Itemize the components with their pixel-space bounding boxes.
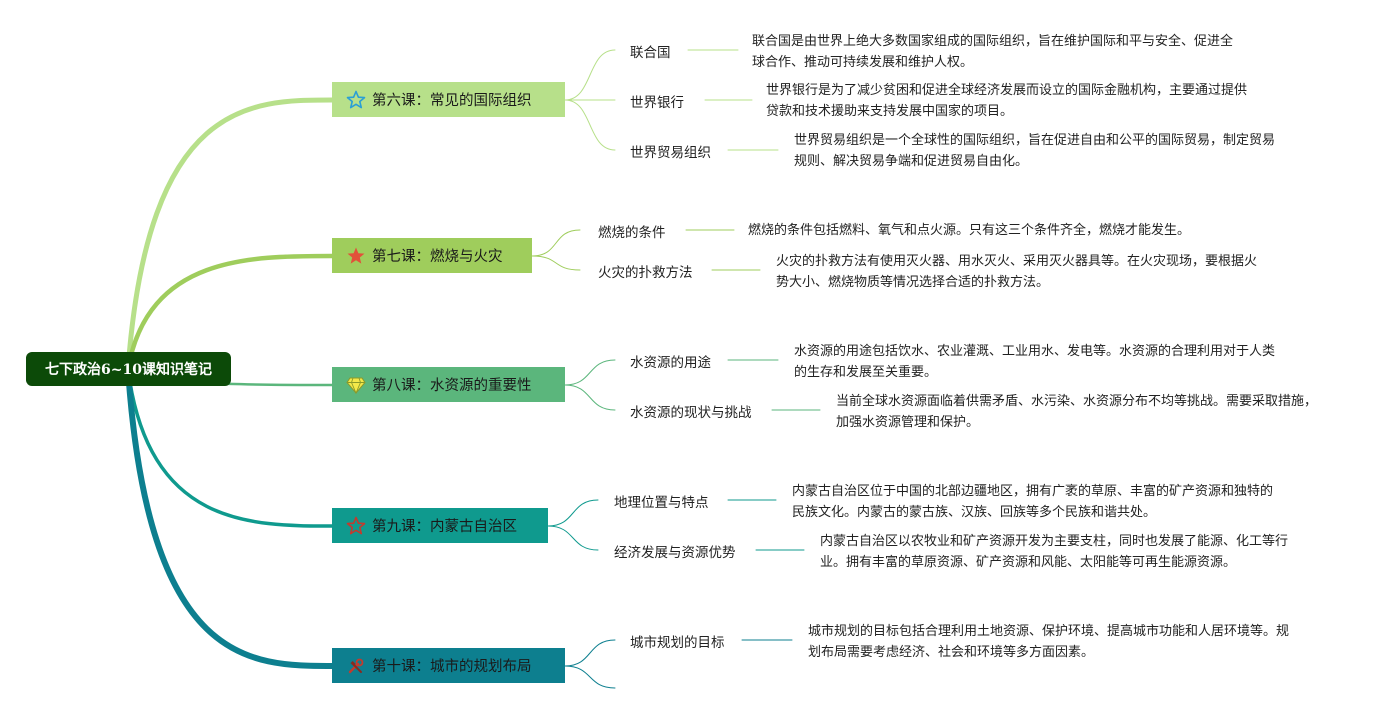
lesson-node-7[interactable]: 第七课：燃烧与火灾 — [332, 238, 532, 273]
topic-label[interactable]: 火灾的扑救方法 — [598, 265, 693, 281]
topic-description: 世界贸易组织是一个全球性的国际组织，旨在促进自由和公平的国际贸易，制定贸易规则、… — [794, 133, 1276, 169]
lesson-to-topic-connector — [564, 49, 616, 101]
lesson-label: 第八课：水资源的重要性 — [372, 378, 532, 394]
star-filled-icon — [346, 246, 366, 266]
topic-description: 世界银行是为了减少贫困和促进全球经济发展而设立的国际金融机构，主要通过提供贷款和… — [766, 83, 1248, 119]
topic-description: 城市规划的目标包括合理利用土地资源、保护环境、提高城市功能和人居环境等。规划布局… — [808, 624, 1290, 660]
star-outline-icon — [346, 90, 366, 110]
topic-label[interactable]: 燃烧的条件 — [598, 225, 666, 241]
topic-description: 水资源的用途包括饮水、农业灌溉、工业用水、发电等。水资源的合理利用对于人类的生存… — [794, 344, 1276, 380]
lesson-node-6[interactable]: 第六课：常见的国际组织 — [332, 82, 565, 117]
topic-label[interactable]: 城市规划的目标 — [630, 635, 725, 651]
topic-label[interactable]: 水资源的现状与挑战 — [630, 405, 752, 421]
lesson-to-topic-connector — [531, 255, 581, 271]
lesson-label: 第十课：城市的规划布局 — [372, 659, 532, 675]
topic-description: 当前全球水资源面临着供需矛盾、水污染、水资源分布不均等挑战。需要采取措施，加强水… — [836, 394, 1318, 430]
lesson-node-10[interactable]: 第十课：城市的规划布局 — [332, 648, 565, 683]
root-to-lesson-connector — [125, 253, 335, 372]
diamond-icon — [346, 375, 366, 395]
lesson-node-9[interactable]: 第九课：内蒙古自治区 — [332, 508, 548, 543]
topic-label[interactable]: 世界贸易组织 — [630, 145, 711, 161]
topic-description: 火灾的扑救方法有使用灭火器、用水灭火、采用灭火器具等。在火灾现场，要根据火势大小… — [776, 254, 1258, 290]
lesson-to-topic-connector — [564, 384, 616, 411]
lesson-node-8[interactable]: 第八课：水资源的重要性 — [332, 367, 565, 402]
topic-label[interactable]: 世界银行 — [630, 95, 684, 111]
lesson-label: 第九课：内蒙古自治区 — [372, 519, 517, 535]
lesson-to-topic-connector — [564, 665, 616, 689]
lesson-to-topic-connector — [564, 359, 616, 386]
topic-label[interactable]: 经济发展与资源优势 — [614, 545, 736, 561]
tools-icon — [346, 656, 366, 676]
lesson-to-topic-connector — [547, 499, 599, 527]
lesson-to-topic-connector — [564, 639, 616, 667]
root-to-lesson-connector — [125, 97, 335, 372]
topic-description: 内蒙古自治区位于中国的北部边疆地区，拥有广袤的草原、丰富的矿产资源和独特的民族文… — [792, 484, 1274, 520]
lesson-to-topic-connector — [547, 525, 599, 551]
topic-description: 内蒙古自治区以农牧业和矿产资源开发为主要支柱，同时也发展了能源、化工等行业。拥有… — [820, 534, 1289, 570]
topic-label[interactable]: 联合国 — [630, 45, 671, 61]
lesson-label: 第六课：常见的国际组织 — [372, 93, 532, 109]
root-to-lesson-connector — [125, 366, 335, 669]
star-outline-red-icon — [346, 516, 366, 536]
lesson-to-topic-connector — [531, 229, 581, 257]
topic-description: 燃烧的条件包括燃料、氧气和点火源。只有这三个条件齐全，燃烧才能发生。 — [748, 223, 1191, 238]
root-node[interactable]: 七下政治6~10课知识笔记 — [26, 352, 231, 386]
topic-label[interactable]: 地理位置与特点 — [614, 495, 709, 511]
topic-description: 联合国是由世界上绝大多数国家组成的国际组织，旨在维护国际和平与安全、促进全球合作… — [752, 34, 1234, 70]
root-to-lesson-connector — [126, 367, 334, 528]
root-label: 七下政治6~10课知识笔记 — [45, 362, 212, 378]
topic-label[interactable]: 水资源的用途 — [630, 355, 711, 371]
lesson-label: 第七课：燃烧与火灾 — [372, 249, 503, 265]
lesson-to-topic-connector — [564, 99, 616, 151]
